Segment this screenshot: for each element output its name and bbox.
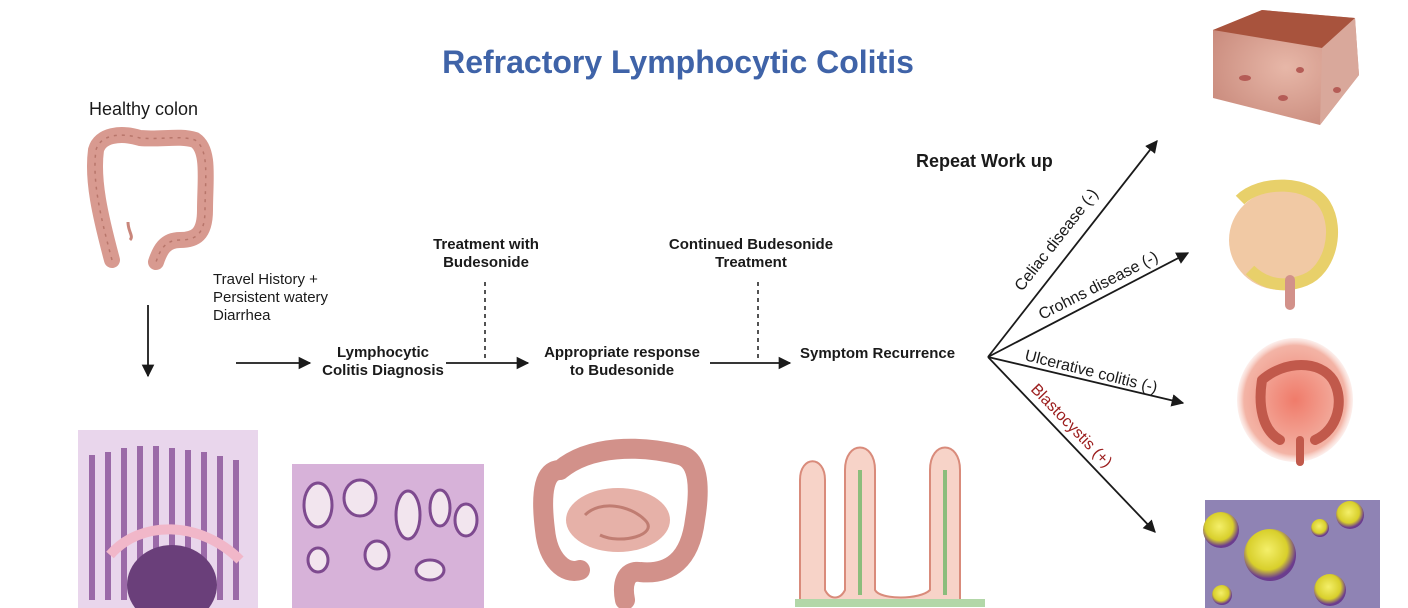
- treatment-line-1: Treatment with: [433, 236, 539, 253]
- ulcerative-colon-illustration: [1237, 338, 1353, 466]
- blastocystis-microscopy-image: [1203, 500, 1380, 608]
- travel-history-line-2: Persistent watery: [213, 289, 329, 306]
- diagnosis-line-1: Lymphocytic: [337, 344, 429, 361]
- continued-label: Continued Budesonide Treatment: [660, 236, 842, 272]
- villi-illustration: [795, 440, 985, 608]
- response-line-2: to Budesonide: [569, 362, 675, 379]
- healthy-colon-label: Healthy colon: [89, 99, 199, 119]
- branch-arrow-blasto: [987, 356, 1156, 533]
- travel-history-label: Travel History + Persistent watery Diarr…: [213, 271, 328, 325]
- branch-label-celiac: Celiac disease (-): [1012, 186, 1102, 295]
- crohns-colon-illustration: [1229, 179, 1339, 310]
- repeat-workup-label: Repeat Work up: [916, 151, 1053, 171]
- continued-line-2: Treatment: [715, 254, 787, 271]
- healthy-colon-illustration: [86, 127, 214, 270]
- colon-illustration-2: [533, 438, 708, 608]
- continued-line-1: Continued Budesonide: [668, 236, 834, 253]
- histology-image-2: [292, 464, 484, 608]
- page-title: Refractory Lymphocytic Colitis: [442, 44, 914, 80]
- branch-arrow-ulcerative: [987, 356, 1185, 407]
- branch-arrow-celiac: [987, 140, 1158, 358]
- treatment-label: Treatment with Budesonide: [420, 236, 552, 272]
- treatment-line-2: Budesonide: [443, 254, 529, 271]
- histology-image-1: [78, 430, 258, 608]
- branch-label-crohns: Crohns disease (-): [1036, 249, 1161, 324]
- response-label: Appropriate response to Budesonide: [537, 344, 707, 380]
- recurrence-label: Symptom Recurrence: [800, 345, 956, 362]
- response-line-1: Appropriate response: [544, 344, 700, 361]
- celiac-tissue-illustration: [1213, 10, 1359, 125]
- travel-history-line-1: Travel History +: [213, 271, 318, 288]
- branch-label-blasto: Blastocystis (+): [1027, 381, 1115, 471]
- travel-history-line-3: Diarrhea: [213, 307, 271, 324]
- diagnosis-line-2: Colitis Diagnosis: [322, 362, 444, 379]
- diagnosis-label: Lymphocytic Colitis Diagnosis: [318, 344, 448, 380]
- branch-arrow-crohns: [987, 252, 1190, 358]
